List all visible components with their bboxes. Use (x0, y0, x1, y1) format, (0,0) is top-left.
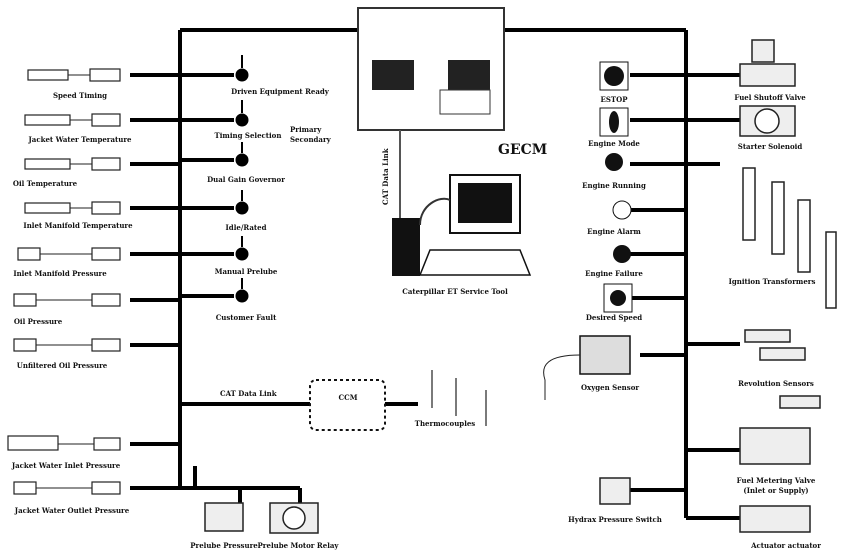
switch-symbols (235, 55, 249, 303)
gecm-module (357, 7, 505, 131)
right-indicators (599, 61, 633, 313)
main-bus (178, 28, 688, 518)
ignition-glyphs (742, 167, 837, 309)
thermocouple-glyphs (431, 370, 487, 426)
ccm-label: CCM (338, 393, 358, 402)
right-taps (630, 73, 740, 520)
prelube-motor-label: Prelube Motor Relay (257, 541, 339, 550)
sensor-label: Inlet Manifold Pressure (13, 269, 107, 278)
oxygen-sensor-box (579, 335, 631, 375)
switch-label: Customer Fault (215, 313, 277, 322)
ignition-label: Ignition Transformers (728, 277, 816, 286)
switch-taps (180, 73, 418, 406)
switch-label: Idle/Rated (225, 223, 267, 232)
hydrax-label: Hydrax Pressure Switch (568, 515, 662, 524)
left-taps (130, 73, 180, 490)
vertical-data-link-label: CAT Data Link (381, 148, 390, 205)
switch-label: Timing Selection (214, 131, 282, 140)
panel-label: ESTOP (600, 95, 628, 104)
actuator-label: Actuator actuator (751, 541, 821, 550)
service-tool (392, 174, 532, 276)
fuel-metering-sub-label: (Inlet or Supply) (743, 486, 809, 495)
switch-extra-label: Primary (290, 125, 322, 134)
panel-label: Engine Alarm (587, 227, 641, 236)
sensor-glyphs (7, 68, 121, 495)
switch-label: Driven Equipment Ready (231, 87, 329, 96)
revolution-label: Revolution Sensors (738, 379, 814, 388)
panel-label: Engine Running (582, 181, 646, 190)
panel-label: Desired Speed (585, 313, 643, 322)
oxygen-sensor-label: Oxygen Sensor (580, 383, 640, 392)
sensor-label: Jacket Water Temperature (28, 135, 132, 144)
panel-label: Engine Failure (585, 269, 643, 278)
sensor-label: Oil Temperature (12, 179, 78, 188)
switch-label: Dual Gain Governor (207, 175, 285, 184)
oxygen-sensor-lead (543, 354, 581, 400)
sensor-label: Inlet Manifold Temperature (23, 221, 133, 230)
sensor-label: Jacket Water Inlet Pressure (11, 461, 121, 470)
sensor-label: Jacket Water Outlet Pressure (14, 506, 130, 515)
thermocouples-label: Thermocouples (414, 419, 476, 428)
fuel-shutoff-label: Fuel Shutoff Valve (734, 93, 806, 102)
gecm-title: GECM (498, 142, 548, 158)
switch-label: Manual Prelube (214, 267, 278, 276)
switch-extra-label: Secondary (290, 135, 331, 144)
starter-label: Starter Solenoid (737, 142, 803, 151)
sensor-label: Speed Timing (52, 91, 108, 100)
sensor-label: Oil Pressure (13, 317, 63, 326)
right-devices (204, 39, 821, 534)
cat-data-link-label: CAT Data Link (220, 389, 277, 398)
panel-label: Engine Mode (588, 139, 640, 148)
fuel-metering-label: Fuel Metering Valve (736, 476, 816, 485)
sensor-label: Unfiltered Oil Pressure (16, 361, 108, 370)
ccm-box (309, 379, 386, 431)
prelube-pressure-label: Prelube Pressure (190, 541, 258, 550)
service-tool-label: Caterpillar ET Service Tool (402, 287, 508, 296)
